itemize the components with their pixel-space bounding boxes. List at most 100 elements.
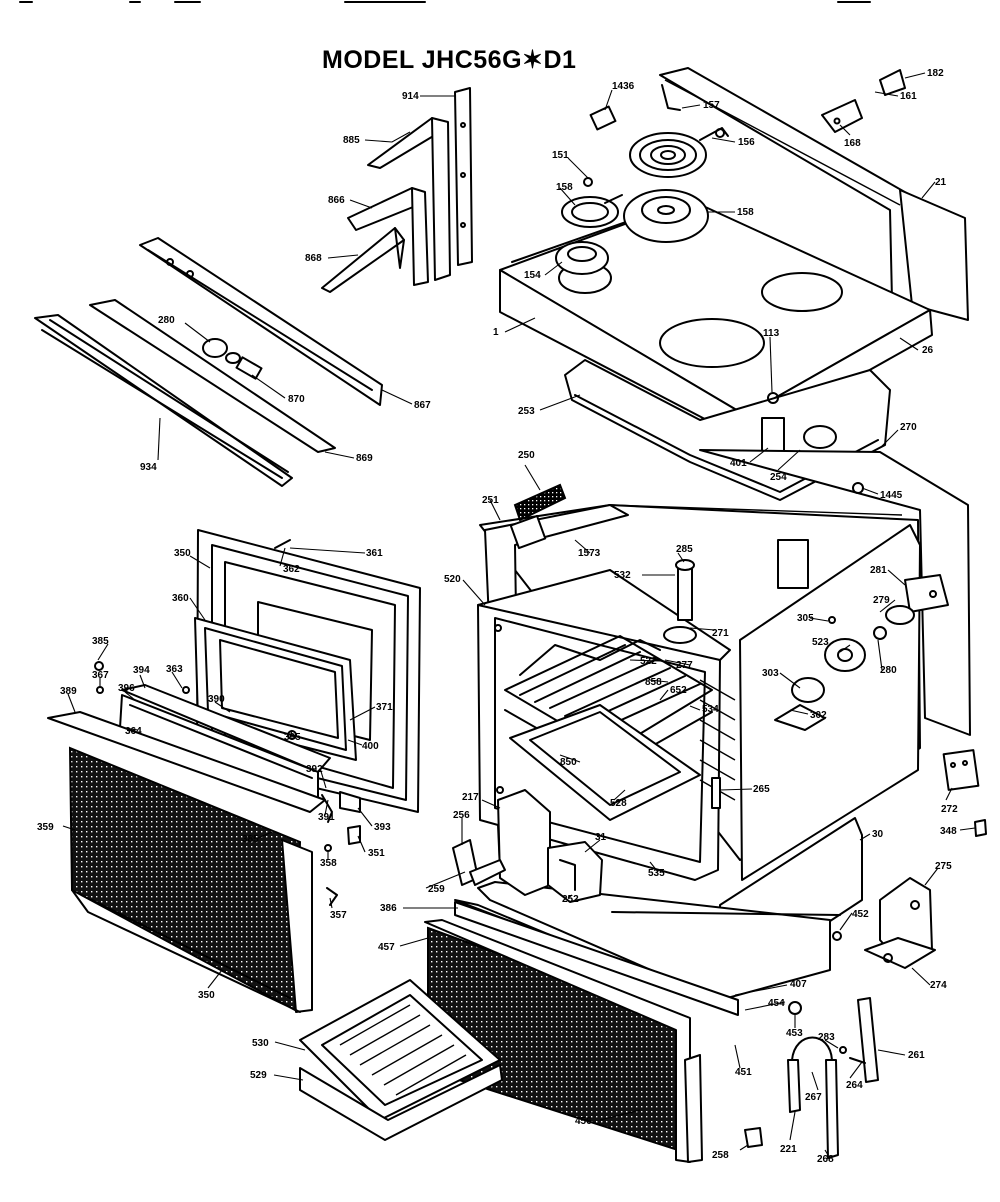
label-251: 251: [482, 495, 499, 506]
label-348: 348: [940, 826, 957, 837]
label-113: 113: [763, 328, 780, 339]
label-254: 254: [770, 472, 787, 483]
label-530: 530: [252, 1038, 269, 1049]
label-261: 261: [908, 1050, 925, 1061]
label-275: 275: [935, 861, 952, 872]
label-400: 400: [362, 741, 379, 752]
label-454: 454: [768, 998, 785, 1009]
label-367: 367: [92, 670, 109, 681]
label-168: 168: [844, 138, 861, 149]
label-157: 157: [703, 100, 720, 111]
label-270: 270: [900, 422, 917, 433]
label-26: 26: [922, 345, 934, 356]
label-523: 523: [812, 637, 829, 648]
label-532: 532: [614, 570, 631, 581]
label-914: 914: [402, 91, 419, 102]
label-457: 457: [378, 942, 395, 953]
label-407: 407: [790, 979, 807, 990]
label-652: 652: [670, 685, 687, 696]
label-371: 371: [376, 702, 393, 713]
label-305: 305: [797, 613, 814, 624]
cooktop-assembly: [499, 67, 969, 501]
label-31: 31: [595, 832, 607, 843]
label-258: 258: [712, 1150, 729, 1161]
label-21: 21: [935, 177, 947, 188]
label-1573: 1573: [578, 548, 601, 559]
label-357: 357: [330, 910, 347, 921]
label-280-b: 280: [880, 665, 897, 676]
label-256: 256: [453, 810, 470, 821]
label-351: 351: [368, 848, 385, 859]
surface-unit-small: [555, 241, 609, 275]
label-393: 393: [374, 822, 391, 833]
label-252: 252: [562, 894, 579, 905]
element-coil-151: [561, 177, 623, 228]
label-279: 279: [873, 595, 890, 606]
label-221: 221: [780, 1144, 797, 1155]
surface-unit-large: [623, 189, 709, 243]
lower-assembly: [299, 789, 879, 1163]
label-392: 392: [306, 764, 323, 775]
label-358: 358: [320, 858, 337, 869]
label-250: 250: [518, 450, 535, 461]
label-362: 362: [283, 564, 300, 575]
label-535: 535: [648, 868, 665, 879]
label-361: 361: [366, 548, 383, 559]
label-456: 456: [575, 1116, 592, 1127]
label-156: 156: [738, 137, 755, 148]
label-360: 360: [172, 593, 189, 604]
label-283: 283: [818, 1032, 835, 1043]
label-389: 389: [60, 686, 77, 697]
label-272: 272: [941, 804, 958, 815]
label-363: 363: [166, 664, 183, 675]
label-268: 268: [817, 1154, 834, 1165]
label-522: 522: [640, 656, 657, 667]
label-391: 391: [318, 812, 335, 823]
label-364: 364: [125, 726, 142, 737]
label-151: 151: [552, 150, 569, 161]
label-267: 267: [805, 1092, 822, 1103]
leader-lines: [62, 72, 976, 1156]
label-529: 529: [250, 1070, 267, 1081]
label-271: 271: [712, 628, 729, 639]
label-386: 386: [380, 903, 397, 914]
label-869: 869: [356, 453, 373, 464]
label-217: 217: [462, 792, 479, 803]
side-trim-parts: [34, 87, 473, 487]
label-303: 303: [762, 668, 779, 679]
label-253: 253: [518, 406, 535, 417]
label-285: 285: [676, 544, 693, 555]
label-182: 182: [927, 68, 944, 79]
label-396: 396: [118, 683, 135, 694]
label-350-a: 350: [174, 548, 191, 559]
label-453: 453: [786, 1028, 803, 1039]
label-934: 934: [140, 462, 157, 473]
label-534: 534: [702, 704, 719, 715]
oven-door: [47, 529, 421, 1013]
label-264: 264: [846, 1080, 863, 1091]
label-158-a: 158: [556, 182, 573, 193]
label-265: 265: [753, 784, 770, 795]
label-281: 281: [870, 565, 887, 576]
label-866: 866: [328, 195, 345, 206]
label-154: 154: [524, 270, 541, 281]
label-350-b: 350: [198, 990, 215, 1001]
model-title: MODEL JHC56G✶D1: [322, 46, 576, 74]
label-528: 528: [610, 798, 627, 809]
label-1445: 1445: [880, 490, 903, 501]
element-coil-156: [629, 127, 729, 178]
label-452: 452: [852, 909, 869, 920]
right-side-parts: [774, 482, 987, 969]
label-401: 401: [730, 458, 747, 469]
label-280-a: 280: [158, 315, 175, 326]
label-451: 451: [735, 1067, 752, 1078]
label-277: 277: [676, 660, 693, 671]
label-870: 870: [288, 394, 305, 405]
label-385-b: 385: [242, 834, 259, 845]
label-161: 161: [900, 91, 917, 102]
label-520: 520: [444, 574, 461, 585]
label-867: 867: [414, 400, 431, 411]
label-395: 395: [284, 732, 301, 743]
label-885: 885: [343, 135, 360, 146]
